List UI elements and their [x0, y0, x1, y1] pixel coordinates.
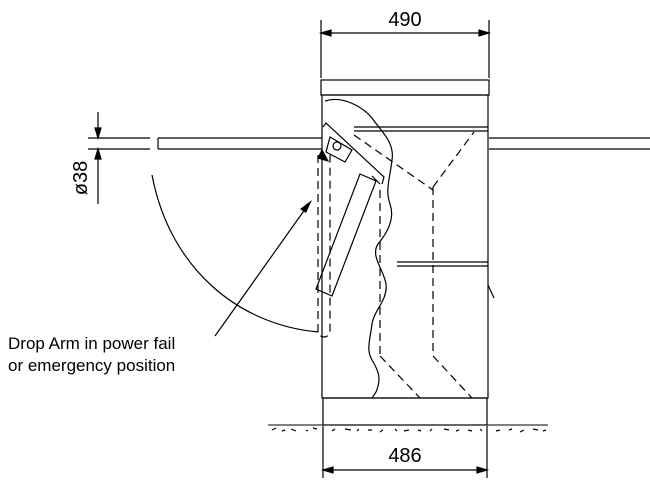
annotation-line-1: Drop Arm in power fail — [8, 334, 176, 353]
horizontal-arm-left — [157, 137, 322, 150]
drop-arm-mechanism — [315, 122, 385, 297]
horizontal-arm-right — [489, 137, 650, 150]
cutaway-outline — [324, 98, 393, 399]
ground-line — [268, 424, 548, 433]
drop-arm-annotation: Drop Arm in power fail or emergency posi… — [8, 333, 175, 377]
dimension-arm-diameter — [88, 112, 150, 204]
dimension-top-label: 490 — [388, 9, 421, 31]
dimension-bottom — [320, 426, 490, 478]
leader-line — [214, 200, 312, 337]
dimension-diameter-label: ø38 — [70, 161, 92, 195]
cabinet — [320, 79, 495, 399]
dimension-top — [318, 20, 492, 78]
dropped-arm-dashed — [317, 155, 331, 338]
swing-arc — [151, 174, 319, 333]
rotor-hidden-lines — [353, 131, 475, 399]
base-plinth — [322, 397, 488, 426]
annotation-line-2: or emergency position — [8, 356, 176, 375]
dimension-bottom-label: 486 — [388, 445, 421, 467]
